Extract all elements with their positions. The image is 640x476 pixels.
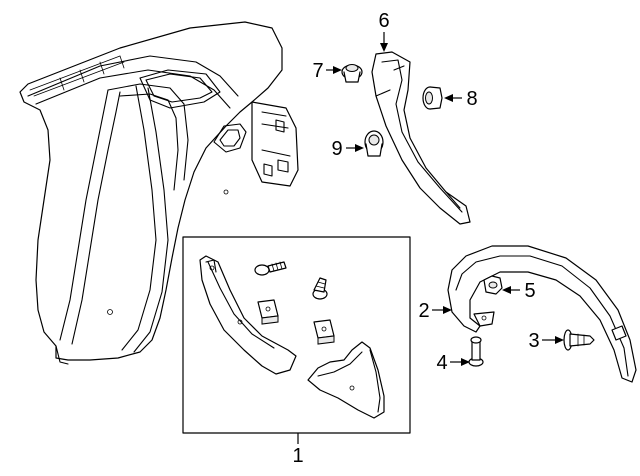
clip-nut-left (257, 299, 279, 325)
screw-right (312, 277, 328, 300)
clip-3 (563, 329, 595, 351)
callout-6: 6 (378, 10, 389, 32)
callout-labels: 1 2 3 4 5 6 7 8 9 (292, 10, 539, 467)
mud-flap-kit-box (182, 236, 411, 434)
callout-7: 7 (312, 60, 323, 82)
grommet-9 (364, 130, 384, 157)
bolt-4 (468, 336, 484, 367)
callout-3: 3 (528, 330, 539, 352)
leaders (297, 32, 564, 444)
clip-7 (341, 64, 363, 83)
callout-4: 4 (436, 352, 447, 374)
quarter-panel (19, 21, 299, 365)
callout-2: 2 (418, 300, 429, 322)
callout-9: 9 (331, 138, 342, 160)
wheel-arch-moulding (447, 245, 637, 383)
pillar-trim-strip (371, 51, 471, 225)
callout-8: 8 (466, 88, 477, 110)
callout-5: 5 (524, 280, 535, 302)
screw-left (254, 261, 287, 276)
clip-nut-right (313, 319, 335, 345)
grommet-8 (422, 86, 443, 110)
nut-5 (483, 275, 503, 295)
callout-1: 1 (292, 445, 303, 467)
